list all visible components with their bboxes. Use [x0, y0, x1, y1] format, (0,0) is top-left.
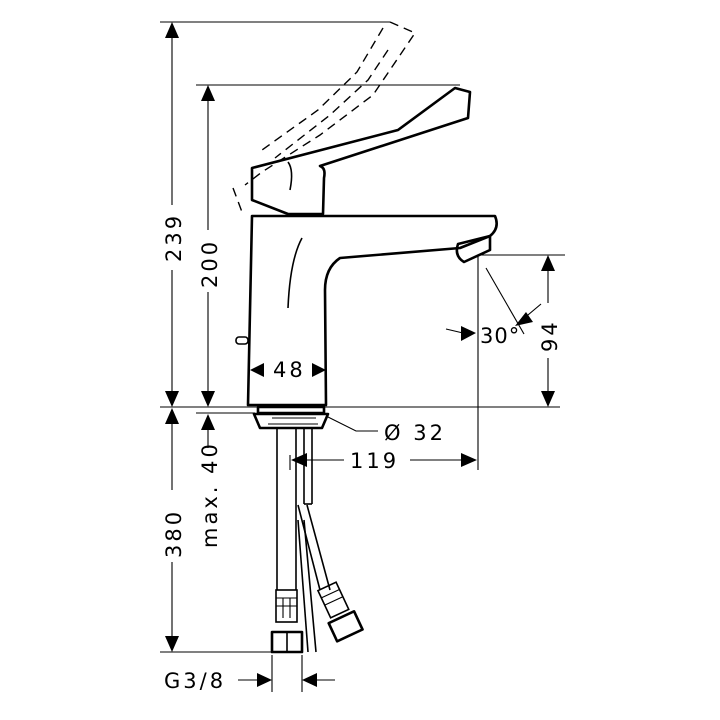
dimension-380: 380	[162, 408, 186, 652]
dimension-119: 119	[289, 449, 477, 473]
extension-lines	[160, 21, 565, 692]
dimension-200: 200	[198, 85, 222, 407]
dimension-94: 94	[538, 255, 562, 407]
dim-200-label: 200	[198, 239, 222, 288]
lever-handle	[250, 86, 472, 216]
dim-94-label: 94	[538, 319, 562, 352]
dimension-g3-8: G3/8	[164, 669, 335, 693]
hose-connectors	[270, 581, 364, 654]
tap-body	[235, 214, 498, 407]
dimension-239: 239	[162, 22, 186, 407]
dim-g3-8-label: G3/8	[164, 669, 226, 693]
supply-hoses	[276, 428, 331, 653]
dimension-30-degree: 30°	[445, 267, 542, 348]
dimension-diameter-32: Ø 32	[325, 415, 446, 445]
shank-base	[252, 405, 330, 430]
dimension-max-40: max. 40	[198, 414, 222, 548]
dim-48-label: 48	[273, 358, 306, 382]
dim-119-label: 119	[350, 449, 399, 473]
dim-380-label: 380	[162, 509, 186, 558]
dim-max-40-label: max. 40	[198, 441, 222, 548]
dim-30-label: 30°	[480, 324, 520, 348]
dim-239-label: 239	[162, 213, 186, 262]
lever-raised-outline	[232, 21, 417, 213]
dim-diameter-32-label: Ø 32	[384, 421, 446, 445]
dimension-48: 48	[250, 358, 326, 382]
